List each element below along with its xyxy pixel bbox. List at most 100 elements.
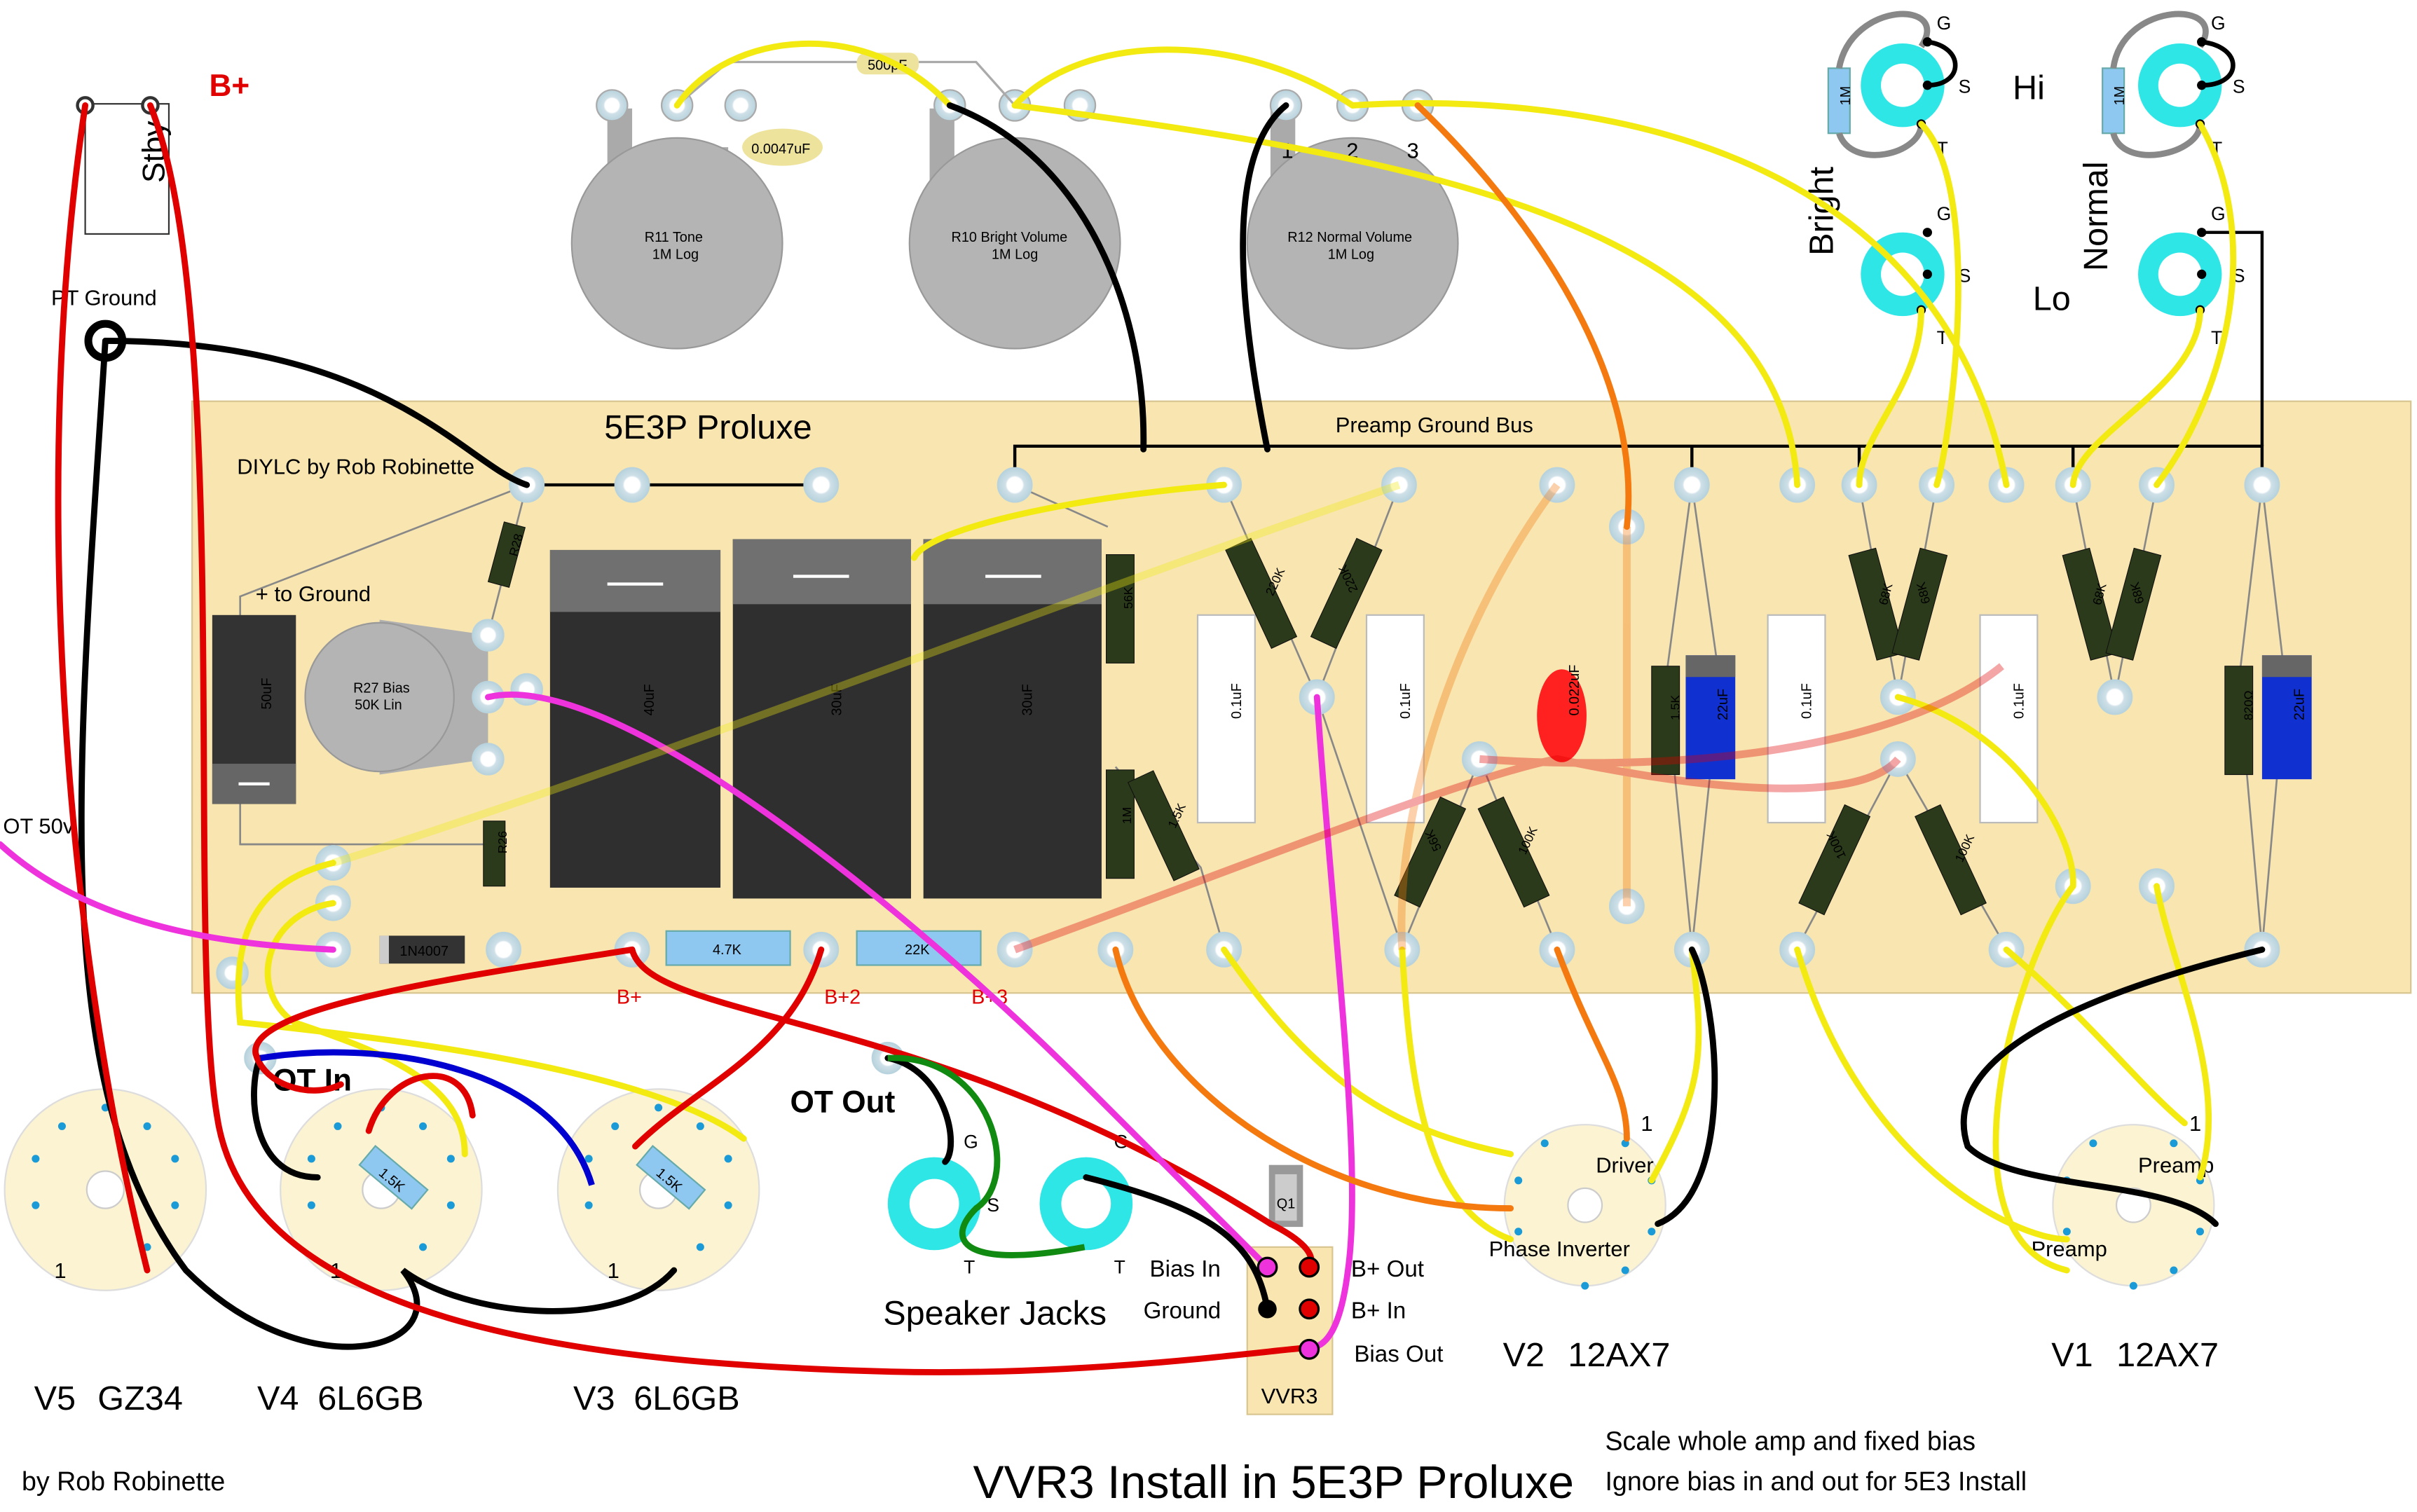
svg-text:1M: 1M	[1838, 86, 1854, 106]
lo-label: Lo	[2033, 280, 2071, 317]
svg-text:50K Lin: 50K Lin	[355, 698, 402, 713]
cap-0047uf	[742, 128, 823, 166]
note-2: Ignore bias in and out for 5E3 Install	[1605, 1466, 2027, 1496]
pot-tone-value: 1M Log	[652, 247, 699, 262]
svg-text:1: 1	[1641, 1111, 1652, 1136]
svg-text:1: 1	[608, 1258, 619, 1283]
coupling-caps	[1196, 614, 2039, 824]
rail-bplus2: B+2	[824, 987, 861, 1009]
tube-v3-id: V3	[573, 1380, 615, 1417]
svg-text:S: S	[1959, 265, 1971, 286]
svg-text:T: T	[2211, 327, 2222, 348]
svg-text:G: G	[2211, 13, 2226, 34]
tube-v4-type: 6L6GB	[317, 1380, 423, 1417]
filter-caps: 50uF 40uF 30uF 30uF	[212, 539, 1102, 899]
svg-text:R27 Bias: R27 Bias	[353, 680, 410, 696]
tube-v5-id: V5	[34, 1380, 76, 1417]
svg-text:R26: R26	[495, 831, 509, 854]
speaker-jacks-label: Speaker Jacks	[883, 1294, 1107, 1332]
svg-text:0.1uF: 0.1uF	[1398, 683, 1413, 719]
note-1: Scale whole amp and fixed bias	[1605, 1426, 1976, 1455]
pot-normal-value: 1M Log	[1328, 247, 1374, 262]
svg-text:3: 3	[1406, 139, 1418, 163]
vvr3-label: VVR3	[1261, 1384, 1318, 1408]
tube-v2-id: V2	[1503, 1336, 1545, 1374]
plus-to-ground-label: + to Ground	[256, 582, 371, 606]
vvr3-bias-out: Bias Out	[1354, 1341, 1443, 1367]
tube-v3-type: 6L6GB	[634, 1380, 739, 1417]
wire-blue	[259, 1049, 595, 1186]
bplus-label: B+	[209, 69, 249, 103]
wires-red	[55, 102, 1315, 1375]
svg-text:1M: 1M	[1120, 807, 1134, 825]
normal-label: Normal	[2077, 161, 2115, 271]
svg-text:S: S	[1959, 76, 1971, 97]
svg-text:G: G	[2211, 203, 2226, 224]
board-credit: DIYLC by Rob Robinette	[237, 455, 474, 479]
svg-text:0.0047uF: 0.0047uF	[751, 142, 810, 157]
hi-label: Hi	[2013, 69, 2045, 107]
cap-40uf-label: 40uF	[642, 684, 657, 715]
speaker-jacks	[887, 1157, 1133, 1251]
tube-v4-id: V4	[257, 1380, 299, 1417]
svg-text:S: S	[2233, 76, 2245, 97]
pot-normal-name: R12 Normal Volume	[1287, 230, 1412, 245]
vvr3-bplus-out: B+ Out	[1351, 1256, 1424, 1282]
wires-black	[78, 102, 2266, 1350]
svg-text:0.022uF: 0.022uF	[1567, 665, 1582, 716]
svg-text:Q1: Q1	[1277, 1197, 1296, 1212]
rail-bplus: B+	[617, 987, 642, 1009]
vvr3-ground: Ground	[1144, 1298, 1221, 1324]
svg-text:0.1uF: 0.1uF	[1229, 683, 1245, 719]
author-credit: by Rob Robinette	[22, 1466, 225, 1496]
socket-pins	[32, 1104, 2205, 1290]
board-title: 5E3P Proluxe	[604, 408, 812, 446]
cap-30uf-1-label: 30uF	[830, 684, 845, 715]
svg-text:1: 1	[2189, 1111, 2201, 1136]
svg-text:22uF: 22uF	[2292, 689, 2308, 720]
svg-text:1N4007: 1N4007	[399, 944, 449, 959]
svg-text:22uF: 22uF	[1716, 689, 1731, 720]
svg-text:22K: 22K	[905, 942, 930, 958]
pot-bright-value: 1M Log	[992, 247, 1038, 262]
cap-0022uf	[1537, 669, 1587, 762]
resistor-22k	[856, 930, 982, 966]
svg-text:1M: 1M	[2112, 86, 2128, 106]
wires-yellow	[235, 40, 2237, 1274]
cap-30uf-2-label: 30uF	[1020, 684, 1035, 715]
svg-text:0.1uF: 0.1uF	[2011, 683, 2027, 719]
svg-text:G: G	[1937, 203, 1952, 224]
vvr3-bplus-in: B+ In	[1351, 1298, 1406, 1324]
ot-out-label: OT Out	[790, 1085, 896, 1120]
svg-text:G: G	[1937, 13, 1952, 34]
tube-v2-type: 12AX7	[1568, 1336, 1670, 1374]
svg-text:820Ω: 820Ω	[2242, 690, 2256, 720]
resistors	[483, 521, 2254, 916]
resistor-4-7k	[665, 930, 791, 966]
vvr3-bias-in: Bias In	[1149, 1256, 1220, 1282]
pot-bright-name: R10 Bright Volume	[951, 230, 1067, 245]
preamp-ground-bus	[526, 231, 2264, 487]
svg-text:1: 1	[1281, 139, 1293, 163]
bias-pot: R27 Bias 50K Lin	[304, 619, 488, 775]
tube-v5-type: GZ34	[97, 1380, 183, 1417]
v2-driver-label: Driver	[1596, 1153, 1654, 1178]
pt-ground-label: PT Ground	[51, 286, 157, 310]
cap-50uf-label: 50uF	[259, 678, 275, 709]
svg-text:4.7K: 4.7K	[713, 942, 742, 958]
wires-magenta	[0, 692, 1355, 1351]
ot-50v-label: OT 50v	[3, 814, 74, 839]
tube-v1-id: V1	[2051, 1336, 2093, 1374]
svg-text:S: S	[987, 1195, 999, 1216]
wire-green	[887, 1054, 1086, 1258]
svg-text:T: T	[964, 1256, 975, 1277]
page-title: VVR3 Install in 5E3P Proluxe	[973, 1457, 1574, 1508]
svg-text:G: G	[964, 1131, 978, 1152]
wires-faint	[331, 481, 2004, 954]
svg-text:0.1uF: 0.1uF	[1800, 683, 1815, 719]
svg-text:1: 1	[54, 1258, 66, 1283]
vvr3-pads	[1257, 1256, 1320, 1360]
svg-text:1.5K: 1.5K	[1669, 695, 1683, 721]
svg-text:T: T	[1114, 1256, 1125, 1277]
